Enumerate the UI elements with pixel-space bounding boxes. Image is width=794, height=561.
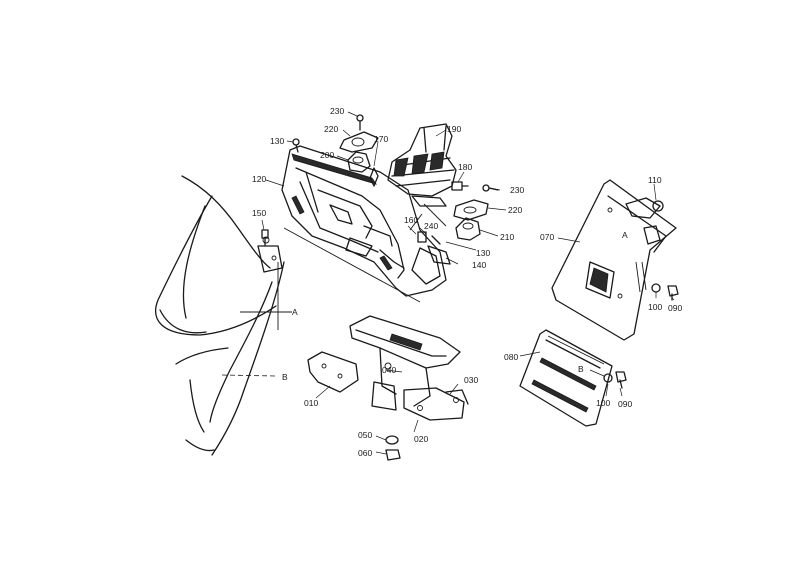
label-160: 160 bbox=[404, 215, 418, 225]
nut-180 bbox=[451, 181, 469, 191]
label-220-top: 220 bbox=[324, 124, 338, 134]
washer-050 bbox=[385, 435, 399, 445]
bolt-130-top bbox=[292, 138, 300, 153]
bolt-230-top bbox=[356, 114, 364, 131]
gasket-220-right bbox=[453, 199, 489, 221]
washer-100-right-bottom bbox=[603, 373, 613, 383]
label-190: 190 bbox=[447, 124, 461, 134]
label-100-top: 100 bbox=[648, 302, 662, 312]
label-130-right: 130 bbox=[476, 248, 490, 258]
bolt-090-right-top bbox=[667, 285, 679, 301]
part-labels: 230 220 130 200 170 190 120 180 230 220 … bbox=[252, 106, 682, 458]
label-090-bottom: 090 bbox=[618, 399, 632, 409]
label-040: 040 bbox=[382, 365, 396, 375]
gear-boot bbox=[387, 123, 457, 207]
label-110: 110 bbox=[648, 175, 662, 185]
label-200: 200 bbox=[320, 150, 334, 160]
label-ref-a-right: A bbox=[622, 230, 628, 240]
boot-200 bbox=[347, 151, 371, 173]
label-130-top: 130 bbox=[270, 136, 284, 146]
right-cover-panel bbox=[551, 179, 677, 341]
clip-160-240 bbox=[417, 231, 441, 245]
plate-010 bbox=[307, 351, 359, 393]
cab-body-outline bbox=[155, 175, 285, 456]
label-100-bottom: 100 bbox=[596, 398, 610, 408]
right-plate bbox=[519, 329, 613, 427]
label-020: 020 bbox=[414, 434, 428, 444]
label-230-top: 230 bbox=[330, 106, 344, 116]
label-240: 240 bbox=[424, 221, 438, 231]
clip-150 bbox=[261, 229, 269, 247]
label-140: 140 bbox=[472, 260, 486, 270]
console-panel bbox=[281, 145, 447, 297]
bracket-140 bbox=[427, 245, 451, 265]
label-ref-b-left: B bbox=[282, 372, 288, 382]
label-ref-b-right: B bbox=[578, 364, 584, 374]
label-060: 060 bbox=[358, 448, 372, 458]
label-120: 120 bbox=[252, 174, 266, 184]
label-ref-a-left: A bbox=[292, 307, 298, 317]
label-170: 170 bbox=[374, 134, 388, 144]
label-220-right: 220 bbox=[508, 205, 522, 215]
label-050: 050 bbox=[358, 430, 372, 440]
label-210: 210 bbox=[500, 232, 514, 242]
nut-060 bbox=[385, 449, 401, 461]
label-030: 030 bbox=[464, 375, 478, 385]
label-070: 070 bbox=[540, 232, 554, 242]
label-080: 080 bbox=[504, 352, 518, 362]
label-180: 180 bbox=[458, 162, 472, 172]
label-230-right: 230 bbox=[510, 185, 524, 195]
label-010: 010 bbox=[304, 398, 318, 408]
boot-210 bbox=[455, 217, 481, 241]
lower-support-frame bbox=[349, 315, 469, 421]
bolt-090-right-bottom bbox=[615, 371, 627, 389]
assembly-lines bbox=[221, 203, 447, 377]
pin-170 bbox=[369, 167, 379, 187]
washer-100-right-top bbox=[651, 283, 661, 293]
gasket-220-top bbox=[339, 131, 379, 153]
label-090-top: 090 bbox=[668, 303, 682, 313]
label-150: 150 bbox=[252, 208, 266, 218]
leader-lines bbox=[261, 111, 675, 455]
